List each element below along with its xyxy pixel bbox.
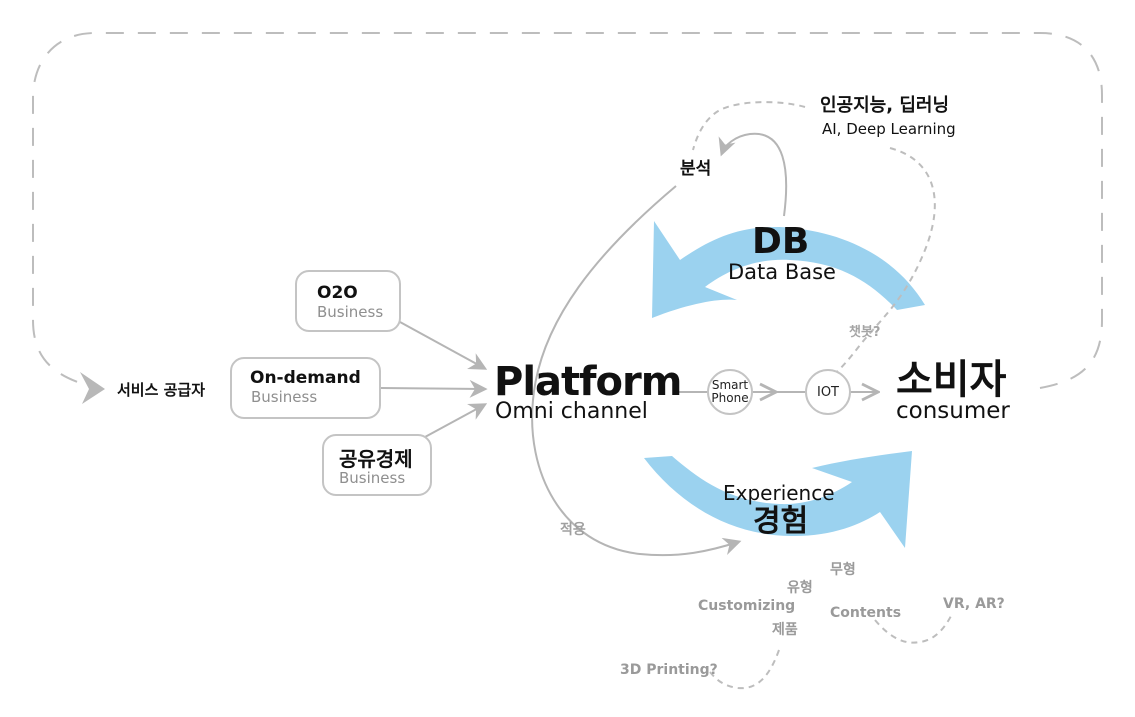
business-node-on-demand[interactable]	[230, 357, 381, 419]
channel-iot[interactable]: IOT	[805, 369, 851, 415]
channel-smartphone[interactable]: Smart Phone	[707, 369, 753, 415]
business-node-on-demand-subtitle: Business	[251, 388, 318, 406]
ai-title: 인공지능, 딥러닝	[820, 95, 950, 116]
business-node-sharing-economy[interactable]	[322, 434, 432, 496]
consumer-subtitle: consumer	[896, 398, 1010, 424]
analysis-to-experience-curve	[531, 185, 742, 557]
channel-smartphone-line2: Phone	[711, 391, 749, 405]
db-arrow	[652, 221, 925, 318]
platform-title: Platform	[494, 359, 682, 405]
channel-iot-label: IOT	[816, 384, 839, 400]
experience-subtitle: Experience	[723, 481, 835, 505]
ai-to-iot-dashed	[831, 147, 936, 377]
experience-arrow	[644, 451, 912, 548]
printing-dashed	[709, 649, 780, 690]
business-node-sharing-economy-subtitle: Business	[339, 469, 406, 487]
feedback-loop-arrowhead	[80, 372, 105, 404]
analysis-label: 분석	[680, 159, 712, 179]
db-subtitle: Data Base	[728, 260, 836, 284]
db-to-analysis-curve	[718, 132, 788, 217]
consumer-title: 소비자	[896, 357, 1007, 403]
platform-subtitle: Omni channel	[495, 399, 648, 424]
business-node-on-demand-title: On-demand	[250, 368, 361, 388]
feedback-loop-dashed-border	[32, 32, 1103, 389]
service-provider-label: 서비스 공급자	[117, 381, 206, 399]
business-node-o2o[interactable]	[295, 270, 401, 332]
channel-smartphone-line1: Smart	[711, 377, 749, 392]
business-node-o2o-subtitle: Business	[317, 303, 384, 321]
db-title: DB	[752, 221, 810, 262]
experience-type-tangible: 유형	[787, 580, 813, 596]
experience-type-intangible: 무형	[830, 562, 856, 578]
connector-sharing-platform	[424, 403, 488, 438]
connector-o2o-platform	[399, 321, 488, 370]
ai-subtitle: AI, Deep Learning	[822, 120, 956, 138]
business-node-sharing-economy-title: 공유경제	[339, 447, 413, 471]
business-node-o2o-title: O2O	[317, 283, 358, 303]
experience-type-contents: Contents	[830, 605, 902, 621]
apply-label: 적용	[560, 522, 586, 538]
experience-title: 경험	[753, 504, 809, 539]
experience-type-customizing: Customizing	[698, 598, 796, 614]
ai-to-analysis-dashed	[692, 101, 806, 151]
chatbot-label: 챗봇?	[849, 325, 881, 340]
experience-type-vr-ar: VR, AR?	[943, 596, 1005, 612]
experience-type-3d-printing: 3D Printing?	[620, 662, 718, 678]
connector-ondemand-platform	[380, 379, 488, 398]
experience-type-product: 제품	[772, 622, 798, 638]
